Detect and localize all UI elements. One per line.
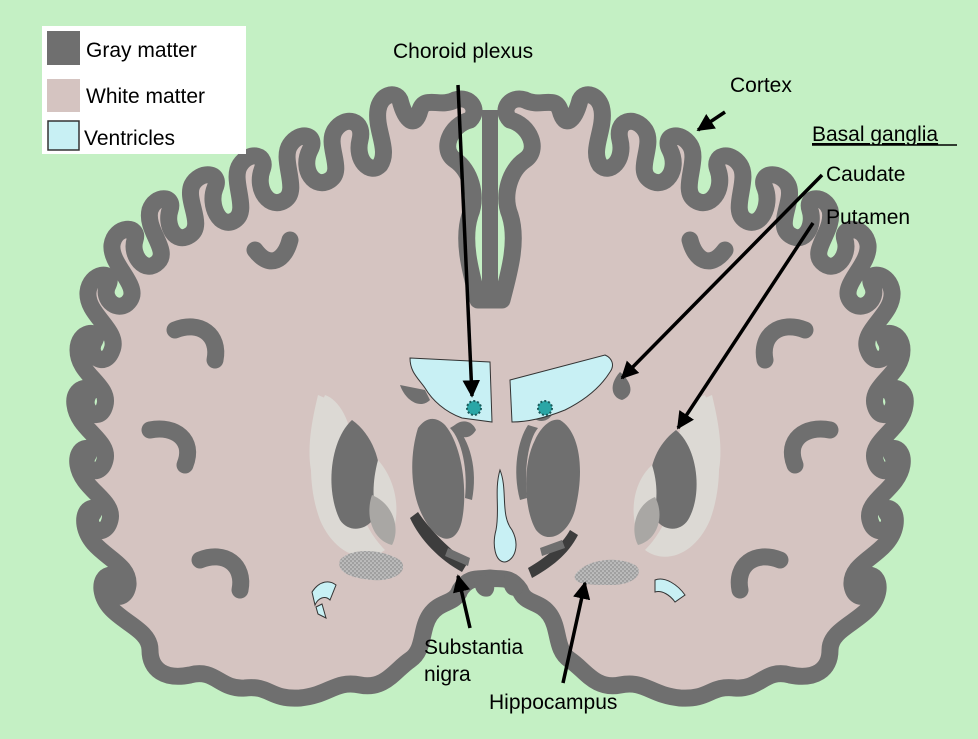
legend-label-ventricles: Ventricles xyxy=(84,127,175,150)
legend-swatch-gray-matter xyxy=(47,31,80,65)
left-choroid-plexus xyxy=(467,401,481,415)
legend-label-white-matter: White matter xyxy=(86,85,205,108)
legend-swatch-white-matter xyxy=(47,79,80,112)
label-basal-ganglia: Basal ganglia xyxy=(812,123,938,146)
label-hippocampus: Hippocampus xyxy=(489,691,617,714)
label-caudate: Caudate xyxy=(826,163,905,186)
label-choroid-plexus: Choroid plexus xyxy=(393,40,533,63)
label-substantia-line2: nigra xyxy=(424,663,471,686)
label-substantia-line1: Substantia xyxy=(424,636,524,659)
legend-label-gray-matter: Gray matter xyxy=(86,39,197,62)
legend: Gray matter White matter Ventricles xyxy=(42,26,246,154)
label-cortex: Cortex xyxy=(730,74,792,97)
right-choroid-plexus xyxy=(538,401,552,415)
label-putamen: Putamen xyxy=(826,206,910,229)
legend-swatch-ventricles xyxy=(48,121,79,150)
